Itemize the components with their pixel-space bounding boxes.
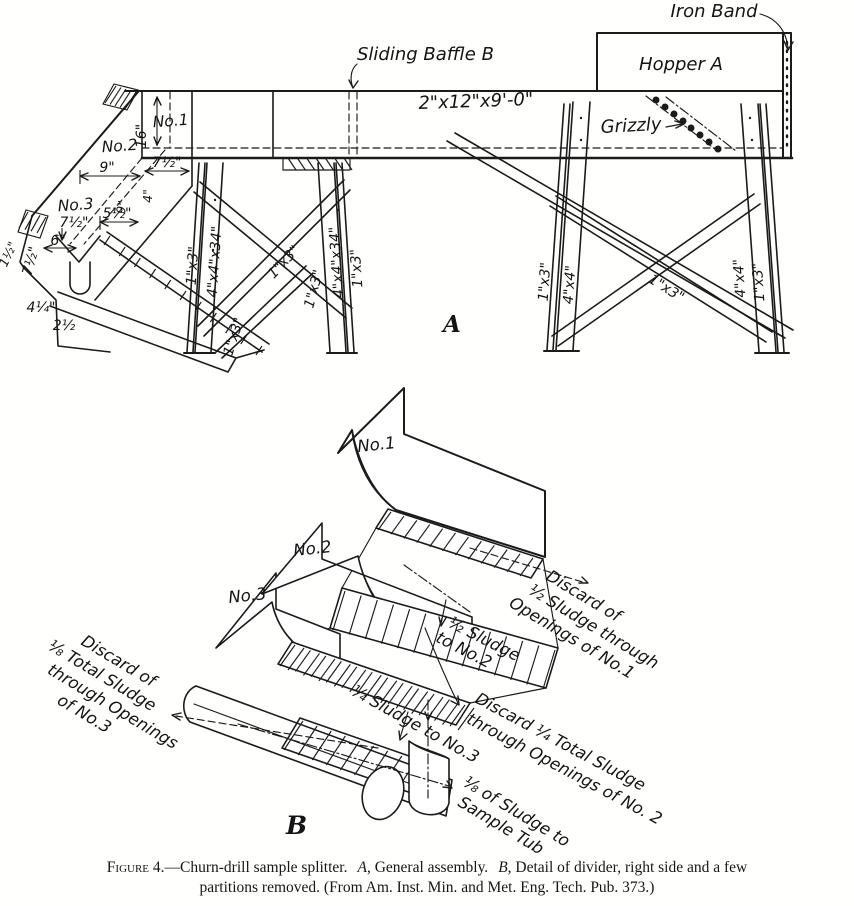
caption-lead: —Churn-drill sample splitter.: [164, 859, 348, 876]
caption-b-label: B: [498, 859, 508, 876]
dim-4quarter: 4¼": [27, 300, 56, 316]
dimensions-a: [43, 96, 190, 253]
v-notch: [55, 235, 101, 263]
lumber-4x4-label: 4"x4": [731, 258, 750, 298]
panel-b-label: B: [285, 811, 307, 840]
grizzly-label: Grizzly: [600, 114, 662, 138]
note-discard-no3: Discard of ⅛ Total Sludge through Openin…: [44, 631, 182, 753]
dim-5half: 5½": [103, 206, 132, 222]
compartment-no1-label: No.1: [152, 111, 189, 131]
lumber-4x4x34-label: 4"x4"x34": [205, 225, 226, 297]
lumber-1x3-label: 1"x3": [301, 268, 327, 310]
dim-7half-a: 7½": [153, 155, 182, 171]
lumber-1x3-label: 1"x3": [184, 246, 203, 286]
dim-9-a: 9": [99, 160, 114, 176]
dim-2half: 2½: [53, 318, 76, 334]
partition-band-no2: [329, 587, 559, 690]
flow-arrows: [171, 547, 589, 789]
lumber-4x4-label: 4"x4": [561, 265, 580, 305]
caption-a-desc: , General assembly.: [366, 859, 489, 876]
caption-a-label: A: [357, 859, 367, 876]
cleat-hatch: [287, 157, 353, 171]
divider-no2-label: No.2: [292, 537, 332, 560]
sliding-baffle-lines: [348, 91, 358, 158]
left-splitter: [17, 83, 270, 373]
iron-band-label: Iron Band: [670, 1, 758, 22]
trough-cleat: [282, 157, 353, 171]
dim-4: 4": [140, 189, 155, 203]
inclined-board-2: [49, 291, 265, 373]
caption-line2: partitions removed. (From Am. Inst. Min.…: [199, 878, 655, 896]
figure-drawing: Iron Band Hopper A Sliding Baffle B 2"x1…: [0, 1, 794, 858]
sample-tub-left: [361, 765, 405, 821]
figure-caption: Figure 4.—Churn-drill sample splitter. A,…: [0, 858, 854, 898]
middle-trestle: [183, 162, 358, 359]
dim-7half-c: 7½": [20, 245, 43, 277]
lumber-1x3-label: 1"x3": [536, 262, 555, 302]
sample-launder: [183, 685, 453, 817]
partition-band-no3: [277, 641, 475, 731]
dim-9-b: 9": [113, 199, 130, 215]
dim-16: 16": [134, 124, 150, 148]
lumber-4x4x34-label: 4"x4"x34": [327, 226, 348, 298]
dim-6: 6": [50, 233, 65, 249]
divider-no3-label: No.3: [227, 584, 267, 607]
iron-band-leader: [759, 13, 789, 49]
compartment-no2-label: No.2: [101, 136, 138, 156]
hopper: [596, 32, 792, 159]
partition-band-no1: [375, 508, 544, 579]
sample-tub-right: [408, 740, 450, 816]
panel-a-label: A: [441, 311, 461, 338]
sample-tube-outline: [69, 261, 91, 295]
drawing-b: No.1 No.2 No.3 Discard of ½ Sludge throu…: [44, 387, 665, 858]
hopper-label: Hopper A: [639, 54, 723, 75]
trough: [124, 90, 794, 187]
divider-no1-label: No.1: [356, 433, 396, 456]
lumber-1x3-label: 1"x3": [348, 248, 367, 288]
dim-7half-b: 7½": [60, 215, 89, 231]
lumber-1x3-label: 1"x3": [750, 262, 769, 302]
caption-figure-number: Figure 4.: [106, 859, 165, 876]
inclined-board-1: [99, 231, 270, 356]
compartment-no3-label: No.3: [57, 195, 94, 215]
drawing-a: Iron Band Hopper A Sliding Baffle B 2"x1…: [0, 1, 794, 373]
sliding-baffle-label: Sliding Baffle B: [357, 44, 494, 65]
right-trestle: [543, 101, 790, 354]
hatched-bar-top: [102, 83, 139, 111]
note-eighth-to-tub: ⅛ of Sludge to Sample Tub: [455, 772, 574, 858]
grizzly-leader: [665, 123, 683, 128]
long-brace: [446, 132, 794, 339]
beam-size-label: 2"x12"x9'-0": [418, 89, 534, 114]
caption-b-desc: , Detail of divider, right side and a fe…: [507, 859, 748, 876]
dim-1half: 1½": [0, 239, 20, 269]
